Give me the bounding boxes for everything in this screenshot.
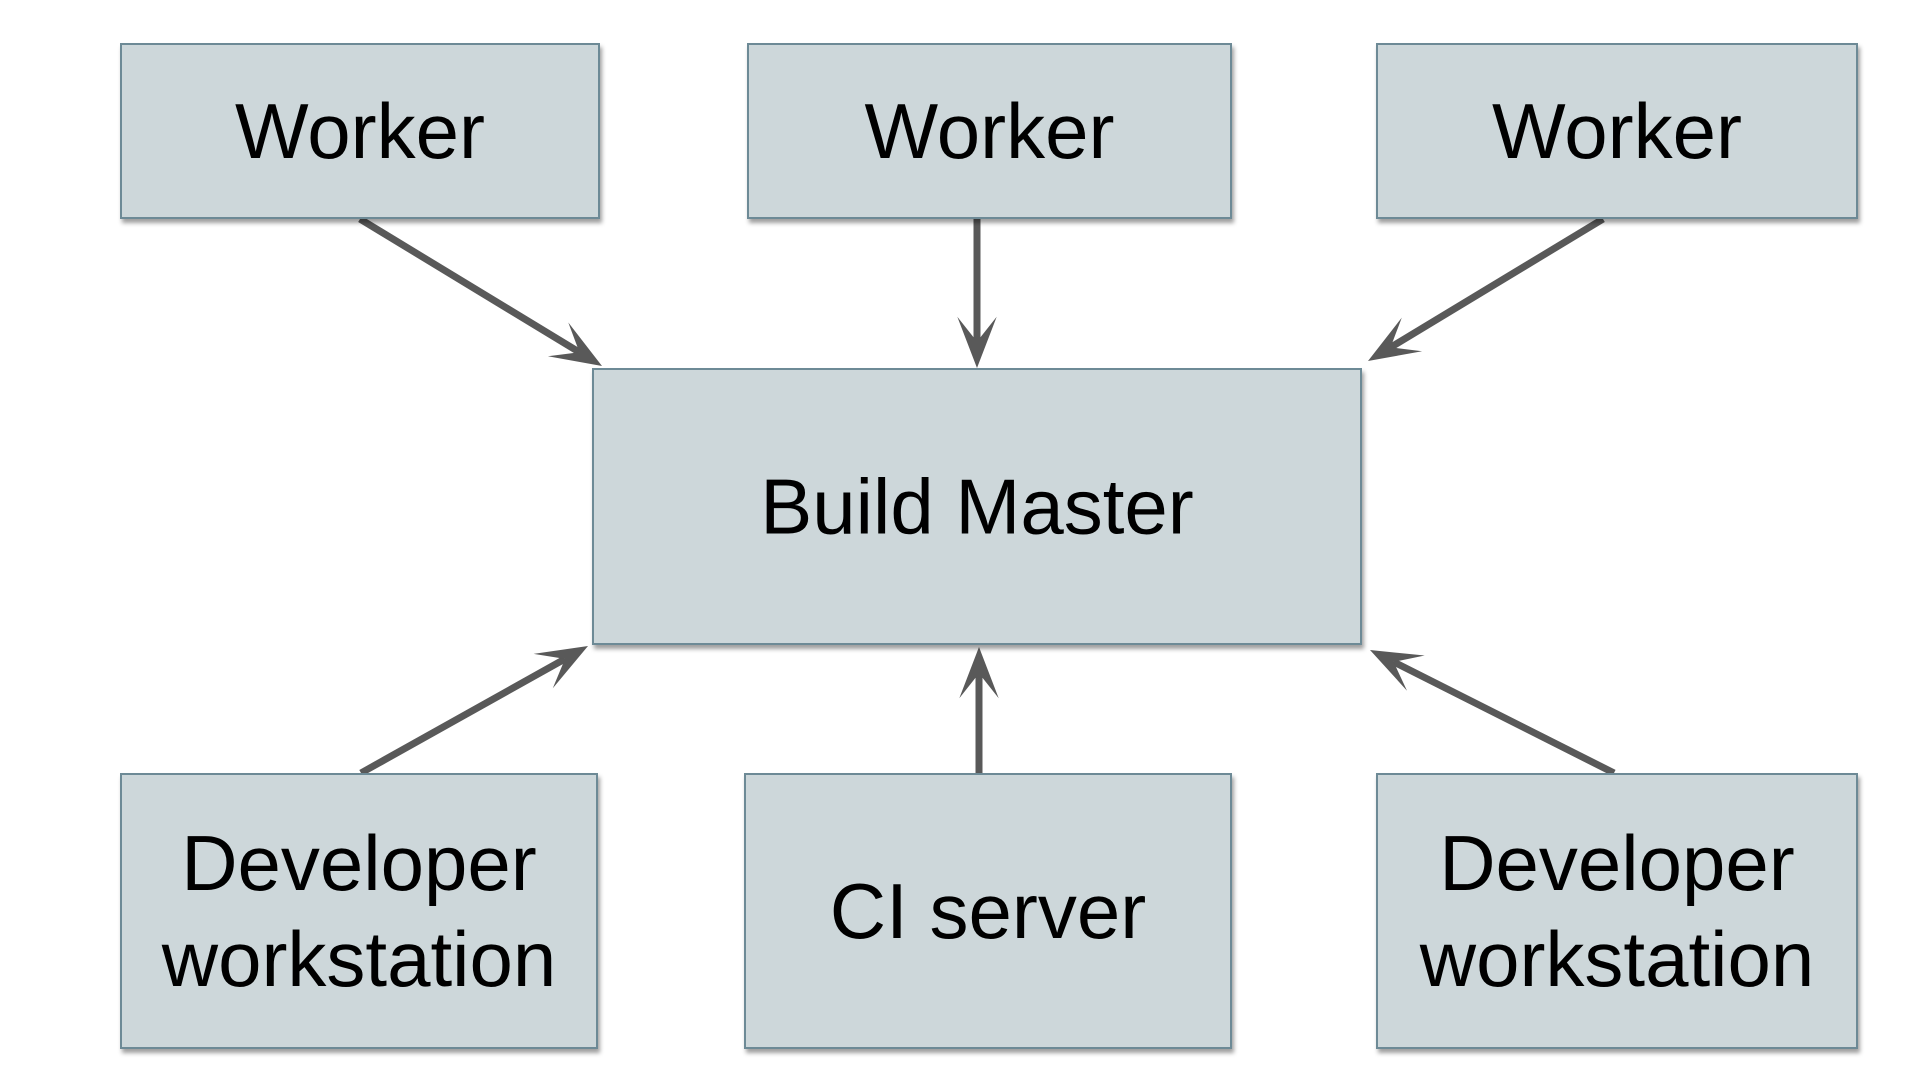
node-rect <box>747 43 1232 219</box>
node-rect <box>1376 773 1858 1049</box>
arrowhead-icon <box>1368 317 1423 361</box>
node-label: workstation <box>161 915 557 1003</box>
node-label: workstation <box>1419 915 1815 1003</box>
arrow-shaft <box>1391 658 1616 777</box>
node-worker-1[interactable]: Worker <box>120 43 600 219</box>
node-label: Developer <box>181 819 537 907</box>
node-label: Worker <box>865 87 1115 175</box>
edges-layer <box>358 216 1616 777</box>
node-worker-3[interactable]: Worker <box>1376 43 1858 219</box>
node-rect <box>1376 43 1858 219</box>
arrow-shaft <box>359 655 567 777</box>
arrowhead-icon <box>1370 650 1425 691</box>
arrow-developer-workstation-1-to-build-master <box>359 646 588 777</box>
arrow-worker-2-to-build-master <box>957 219 997 368</box>
arrow-shaft <box>1388 216 1605 351</box>
node-label: Build Master <box>760 463 1194 551</box>
node-label: Worker <box>1492 87 1742 175</box>
node-ci-server[interactable]: CI server <box>744 773 1232 1049</box>
arrow-developer-workstation-2-to-build-master <box>1370 650 1616 777</box>
node-rect <box>592 368 1362 645</box>
arrowhead-icon <box>957 316 997 368</box>
node-rect <box>120 43 600 219</box>
arrow-worker-1-to-build-master <box>358 216 602 366</box>
node-rect <box>744 773 1232 1049</box>
node-build-master[interactable]: Build Master <box>592 368 1362 645</box>
node-rect <box>120 773 598 1049</box>
arrowhead-icon <box>533 646 588 689</box>
arrow-ci-server-to-build-master <box>959 647 999 773</box>
arrowhead-icon <box>959 647 999 699</box>
node-worker-2[interactable]: Worker <box>747 43 1232 219</box>
arrow-shaft <box>358 216 582 356</box>
node-label: Developer <box>1439 819 1795 907</box>
node-label: Worker <box>235 87 485 175</box>
node-label: CI server <box>830 867 1146 955</box>
arrowhead-icon <box>547 322 602 366</box>
arrow-worker-3-to-build-master <box>1368 216 1605 361</box>
